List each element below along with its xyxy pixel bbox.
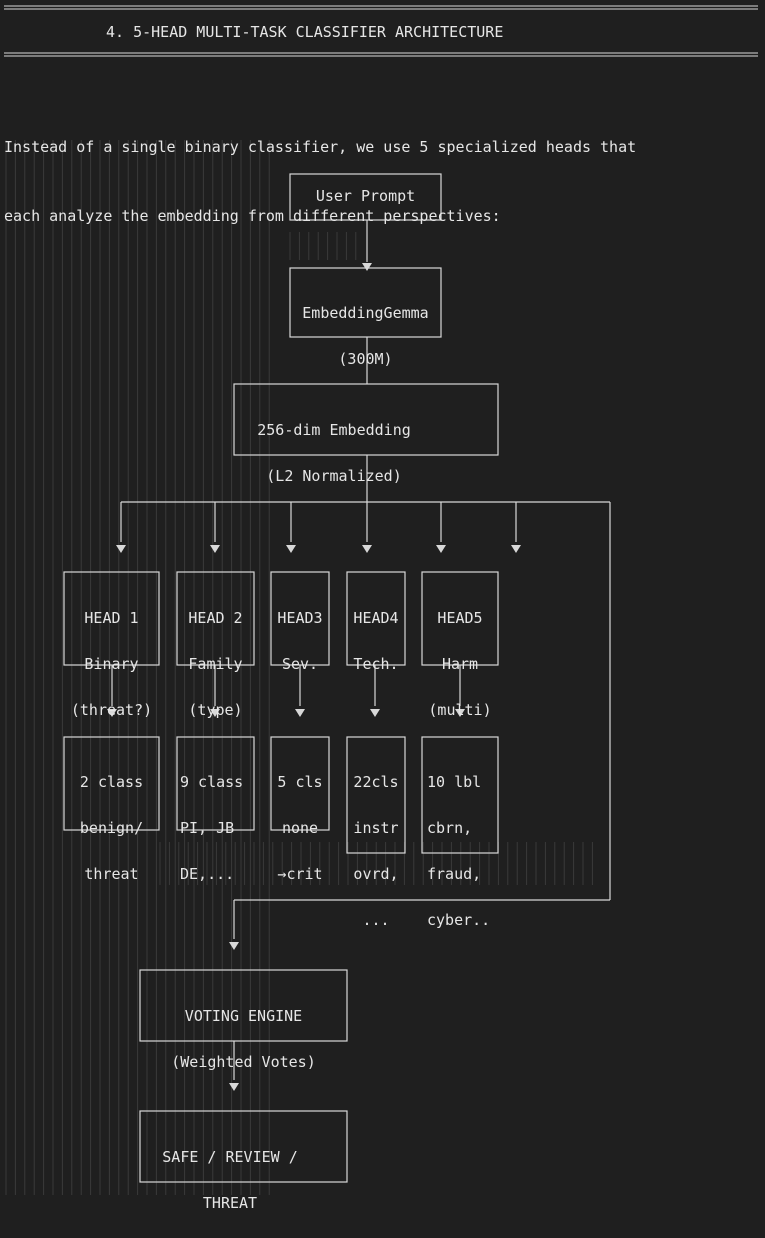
intro-line-2: each analyze the embedding from differen… [4, 207, 501, 225]
head-3-class-a: none [281, 819, 319, 837]
head-5-class-c: cyber.. [427, 911, 491, 929]
arrow-to-head-5-classes [455, 709, 465, 717]
arrow-extra-branch [511, 545, 521, 553]
output-line-2: THREAT [202, 1194, 258, 1212]
head-5-class-count: 10 lbl [427, 773, 482, 791]
arrow-to-head-1 [116, 545, 126, 553]
head-2-label: HEAD 2 Family (type) [177, 584, 254, 745]
head-1-title: HEAD 1 [84, 609, 139, 627]
arrow-to-head-2-classes [210, 709, 220, 717]
head-2-class-b: DE,... [180, 865, 235, 883]
head-2-classes-box [176, 736, 255, 831]
arrow-to-head-1-classes [107, 709, 117, 717]
header-rules [4, 5, 758, 57]
head-4-classes-box [346, 736, 406, 854]
head-5-title: HEAD5 [437, 609, 483, 627]
head-1-class-a: benign/ [79, 819, 144, 837]
voting-engine-note: (Weighted Votes) [171, 1053, 316, 1071]
head-4-class-c: ... [362, 911, 390, 929]
embedding-vector-norm: (L2 Normalized) [266, 467, 402, 485]
head-2-task: Family [188, 655, 243, 673]
head-4-class-count: 22cls [353, 773, 399, 791]
head-3-classes: 5 cls none →crit [271, 748, 329, 909]
head-1-classes: 2 class benign/ threat [64, 748, 159, 909]
head-4-box [346, 571, 406, 666]
head-5-note: (multi) [428, 701, 492, 719]
head-4-class-b: ovrd, [353, 865, 399, 883]
head-4-label: HEAD4 Tech. [347, 584, 405, 699]
head-5-label: HEAD5 Harm (multi) [422, 584, 498, 745]
head-5-class-a: cbrn, [427, 819, 473, 837]
head-3-class-b: →crit [277, 865, 323, 883]
voting-engine-box [139, 969, 348, 1042]
head-2-class-a: PI, JB [180, 819, 235, 837]
head-2-title: HEAD 2 [188, 609, 243, 627]
head-3-label: HEAD3 Sev. [271, 584, 329, 699]
arrow-to-head-4 [362, 545, 372, 553]
arrow-to-head-4-classes [370, 709, 380, 717]
head-4-classes: 22cls instr ovrd, ... [347, 748, 405, 955]
voting-engine-title: VOTING ENGINE [184, 1007, 303, 1025]
arrow-to-head-2 [210, 545, 220, 553]
user-prompt-box [289, 173, 442, 221]
arrowheads [107, 263, 521, 1091]
head-3-task: Sev. [281, 655, 319, 673]
user-prompt-label: User Prompt [315, 187, 416, 205]
connector-lines [111, 220, 611, 1080]
arrow-to-output [229, 1083, 239, 1091]
output-line-1: SAFE / REVIEW / [162, 1148, 298, 1166]
head-4-title: HEAD4 [353, 609, 399, 627]
head-5-classes-box [421, 736, 499, 854]
head-1-class-b: threat [84, 865, 139, 883]
architecture-page: 4. 5-HEAD MULTI-TASK CLASSIFIER ARCHITEC… [4, 5, 758, 1212]
embedding-vector-dim: 256-dim Embedding [257, 421, 411, 439]
arrow-to-embedding-model [362, 263, 372, 271]
head-4-task: Tech. [353, 655, 399, 673]
head-1-class-count: 2 class [79, 773, 144, 791]
head-2-note: (type) [188, 701, 243, 719]
head-1-task: Binary [84, 655, 139, 673]
section-title: 4. 5-HEAD MULTI-TASK CLASSIFIER ARCHITEC… [106, 23, 504, 41]
diagram-boxes [63, 173, 499, 1183]
embedding-model-label: EmbeddingGemma (300M) [290, 279, 441, 394]
embedding-model-name: EmbeddingGemma [302, 304, 429, 322]
embedding-vector-box [233, 383, 499, 456]
head-5-classes: 10 lbl cbrn, fraud, cyber.. [422, 748, 498, 955]
voting-engine-label: VOTING ENGINE (Weighted Votes) [140, 982, 347, 1097]
head-1-label: HEAD 1 Binary (threat?) [64, 584, 159, 745]
head-2-class-count: 9 class [180, 773, 244, 791]
output-box [139, 1110, 348, 1183]
faint-guide-lines [5, 140, 593, 1195]
head-3-title: HEAD3 [277, 609, 323, 627]
head-1-note: (threat?) [70, 701, 153, 719]
arrow-to-voting-engine [229, 942, 239, 950]
embedding-vector-label: 256-dim Embedding (L2 Normalized) [234, 396, 434, 511]
head-3-classes-box [270, 736, 330, 831]
architecture-diagram [4, 5, 758, 1195]
head-3-class-count: 5 cls [277, 773, 323, 791]
output-label: SAFE / REVIEW / THREAT [140, 1123, 320, 1238]
arrow-to-head-3 [286, 545, 296, 553]
head-2-classes: 9 class PI, JB DE,... [177, 748, 254, 909]
arrow-to-head-5 [436, 545, 446, 553]
head-1-classes-box [63, 736, 160, 831]
head-5-class-b: fraud, [427, 865, 482, 883]
embedding-model-size: (300M) [338, 350, 393, 368]
intro-line-1: Instead of a single binary classifier, w… [4, 138, 637, 156]
head-5-task: Harm [441, 655, 479, 673]
intro-text: Instead of a single binary classifier, w… [4, 90, 636, 274]
head-4-class-a: instr [353, 819, 399, 837]
arrow-to-head-3-classes [295, 709, 305, 717]
